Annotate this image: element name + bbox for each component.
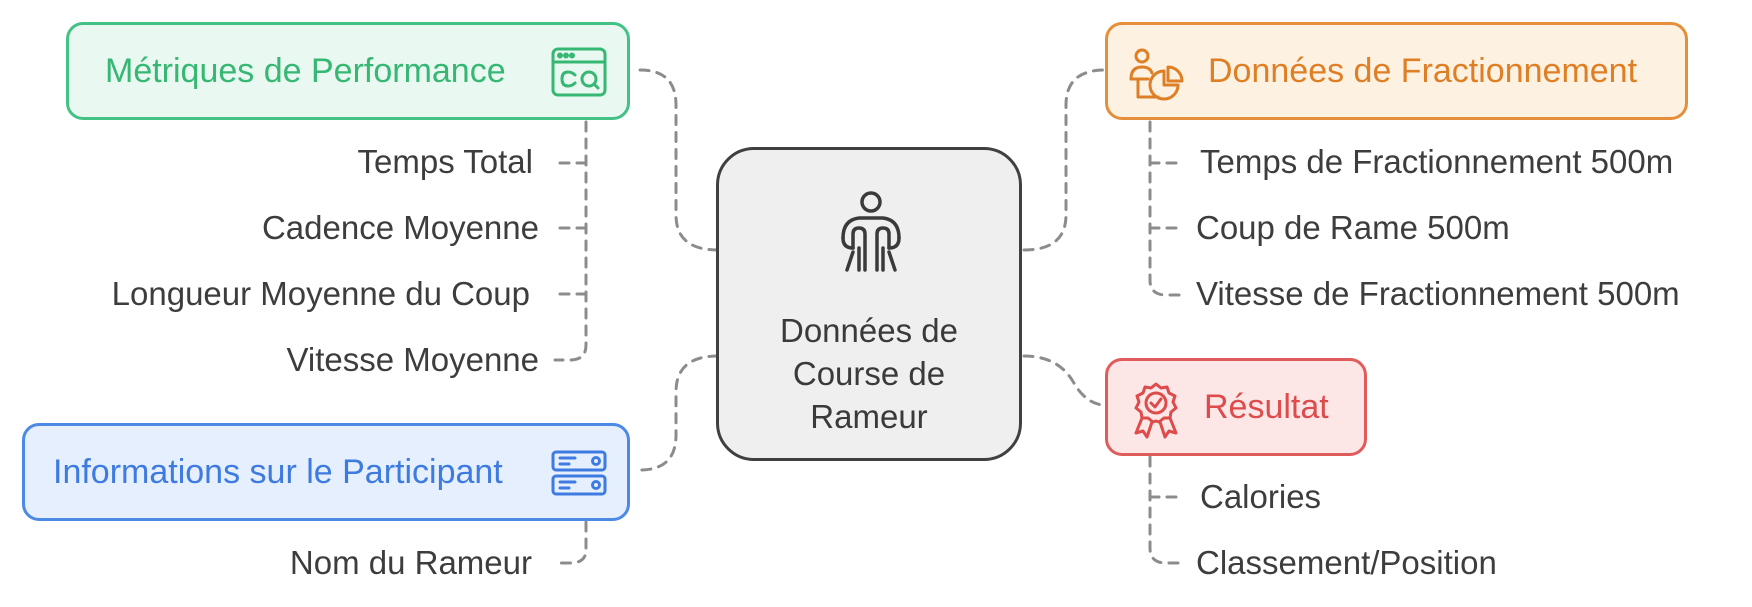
- trunk-result: [1148, 455, 1184, 565]
- trunk-participant: [553, 520, 588, 565]
- splits-title: Données de Fractionnement: [1208, 51, 1638, 90]
- performance-title: Métriques de Performance: [105, 51, 506, 90]
- server-stack-icon: [551, 450, 607, 496]
- center-label: Données de Course de Rameur: [780, 311, 958, 435]
- award-ribbon-icon: [1128, 381, 1184, 439]
- connector-participant: [638, 354, 720, 472]
- performance-category[interactable]: Métriques de Performance: [66, 22, 630, 120]
- performance-item-2: Cadence Moyenne: [261, 209, 539, 246]
- person-pie-chart-icon: [1128, 47, 1184, 103]
- performance-item-3: Longueur Moyenne du Coup: [111, 275, 530, 312]
- rower-person-icon: [829, 190, 913, 274]
- splits-item-3: Vitesse de Fractionnement 500m: [1196, 275, 1680, 312]
- participant-item-1: Nom du Rameur: [289, 544, 532, 581]
- browser-dashboard-icon: [551, 47, 607, 97]
- result-category[interactable]: Résultat: [1105, 358, 1367, 456]
- trunk-splits: [1148, 120, 1184, 297]
- splits-item-1: Temps de Fractionnement 500m: [1200, 143, 1674, 180]
- splits-item-2: Coup de Rame 500m: [1196, 209, 1510, 246]
- trunk-performance: [553, 120, 588, 362]
- connector-result: [1022, 354, 1107, 407]
- connector-splits: [1022, 68, 1107, 252]
- result-item-1: Calories: [1200, 478, 1322, 515]
- performance-item-4: Vitesse Moyenne: [286, 341, 539, 378]
- result-title: Résultat: [1204, 387, 1329, 426]
- result-item-2: Classement/Position: [1196, 544, 1497, 581]
- connector-performance: [638, 68, 720, 252]
- center-node: Données de Course de Rameur: [716, 147, 1022, 461]
- splits-category[interactable]: Données de Fractionnement: [1105, 22, 1688, 120]
- performance-item-1: Temps Total: [357, 143, 533, 180]
- participant-category[interactable]: Informations sur le Participant: [22, 423, 630, 521]
- participant-title: Informations sur le Participant: [53, 452, 503, 491]
